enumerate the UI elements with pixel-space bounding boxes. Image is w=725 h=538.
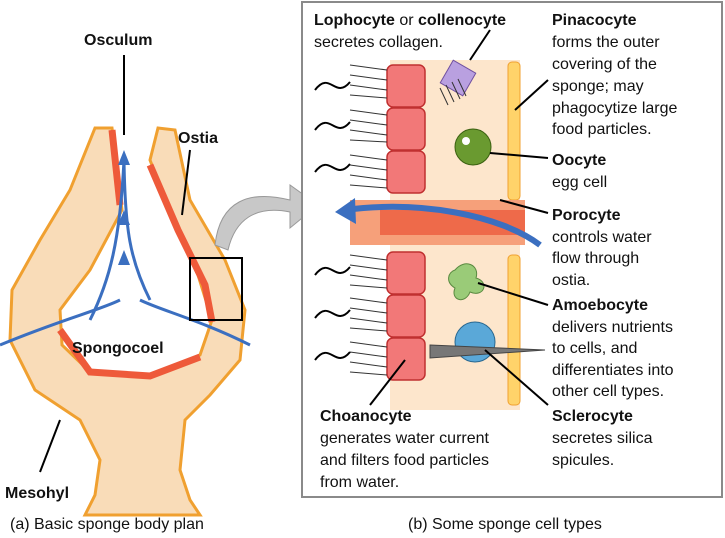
label-porocyte: Porocyte controls water flow through ost… bbox=[552, 207, 652, 289]
label-lophocyte: Lophocyte or collenocyte bbox=[314, 12, 506, 29]
collars bbox=[349, 64, 388, 376]
zoom-region-box bbox=[189, 257, 243, 321]
svg-text:food particles.: food particles. bbox=[552, 121, 652, 138]
lophocyte-cell bbox=[439, 59, 477, 97]
label-choanocyte: Choanocyte generates water current and f… bbox=[320, 408, 490, 491]
svg-text:sponge; may: sponge; may bbox=[552, 78, 644, 95]
svg-text:delivers nutrients: delivers nutrients bbox=[552, 319, 673, 336]
svg-text:spicules.: spicules. bbox=[552, 452, 614, 469]
label-ostia: Ostia bbox=[178, 130, 218, 147]
label-oocyte: Oocyte egg cell bbox=[552, 152, 607, 191]
svg-text:Amoebocyte: Amoebocyte bbox=[552, 297, 648, 314]
svg-text:phagocytize large: phagocytize large bbox=[552, 100, 678, 117]
svg-text:egg cell: egg cell bbox=[552, 174, 607, 191]
caption-a: (a) Basic sponge body plan bbox=[10, 516, 204, 533]
svg-text:controls water: controls water bbox=[552, 229, 652, 246]
amoebocyte-cell bbox=[448, 263, 485, 301]
sponge-body bbox=[0, 55, 319, 517]
oocyte-cell bbox=[454, 128, 492, 166]
lophocyte-desc: secretes collagen. bbox=[314, 34, 443, 51]
svg-text:Oocyte: Oocyte bbox=[552, 152, 606, 169]
leader-lines bbox=[369, 29, 549, 406]
caption-b: (b) Some sponge cell types bbox=[408, 516, 602, 533]
svg-text:secretes silica: secretes silica bbox=[552, 430, 653, 447]
cell-layer bbox=[314, 29, 549, 410]
svg-text:generates water current: generates water current bbox=[320, 430, 490, 447]
label-mesohyl: Mesohyl bbox=[5, 485, 69, 502]
svg-text:Sclerocyte: Sclerocyte bbox=[552, 408, 633, 425]
label-pinacocyte: Pinacocyte forms the outer covering of t… bbox=[552, 12, 678, 138]
svg-text:Porocyte: Porocyte bbox=[552, 207, 621, 224]
label-osculum: Osculum bbox=[84, 32, 152, 49]
svg-text:and filters food particles: and filters food particles bbox=[320, 452, 489, 469]
svg-text:flow through: flow through bbox=[552, 250, 639, 267]
svg-text:other cell types.: other cell types. bbox=[552, 383, 664, 400]
svg-text:Choanocyte: Choanocyte bbox=[320, 408, 412, 425]
svg-text:forms the outer: forms the outer bbox=[552, 34, 660, 51]
svg-text:covering of the: covering of the bbox=[552, 56, 657, 73]
label-amoebocyte: Amoebocyte delivers nutrients to cells, … bbox=[552, 297, 674, 400]
flagella bbox=[314, 81, 351, 361]
svg-text:Pinacocyte: Pinacocyte bbox=[552, 12, 637, 29]
label-spongocoel: Spongocoel bbox=[72, 340, 164, 357]
svg-text:to cells, and: to cells, and bbox=[552, 340, 637, 357]
label-sclerocyte: Sclerocyte secretes silica spicules. bbox=[552, 408, 653, 469]
svg-text:differentiates into: differentiates into bbox=[552, 362, 674, 379]
svg-text:ostia.: ostia. bbox=[552, 272, 590, 289]
svg-text:from water.: from water. bbox=[320, 474, 399, 491]
